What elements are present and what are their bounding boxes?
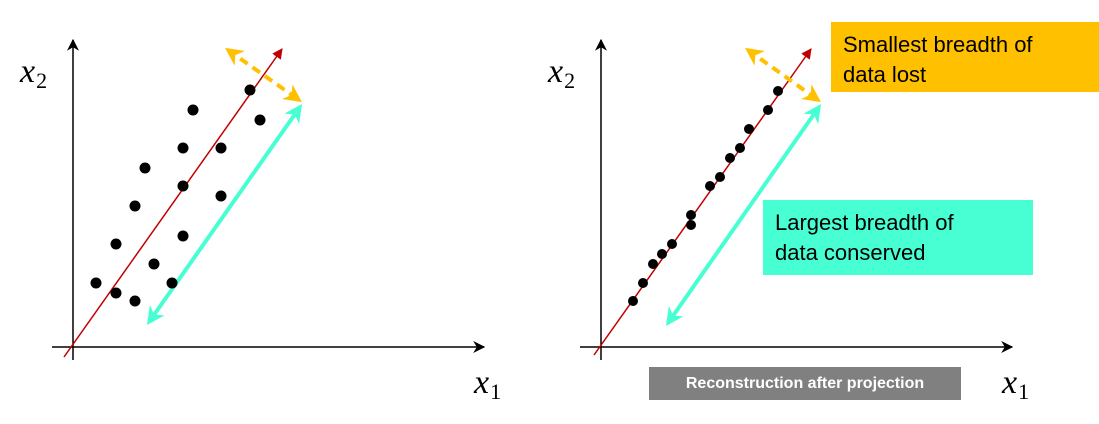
data-point (725, 153, 735, 163)
data-point (744, 124, 754, 134)
data-point (773, 86, 783, 96)
reconstruction-label: Reconstruction after projection (649, 367, 961, 400)
data-point (735, 143, 745, 153)
data-point (215, 142, 227, 154)
data-point (177, 142, 189, 154)
right-lost-arrow (745, 47, 821, 103)
data-point (177, 230, 189, 242)
right-y-axis-label: x2 (547, 53, 575, 93)
data-point (215, 190, 227, 202)
data-point (129, 200, 141, 212)
data-point (148, 258, 160, 270)
data-point (763, 105, 773, 115)
right-projected-points (628, 86, 783, 306)
data-point (686, 210, 696, 220)
largest-breadth-line1: Largest breadth of (775, 210, 954, 235)
smallest-breadth-line1: Smallest breadth of (843, 32, 1033, 57)
left-y-axis-label: x2 (19, 53, 47, 93)
largest-breadth-callout: Largest breadth of data conserved (763, 200, 1033, 275)
largest-breadth-line2: data conserved (775, 240, 926, 265)
right-conserved-arrow (665, 104, 822, 326)
data-point (90, 277, 102, 289)
data-point (667, 239, 677, 249)
smallest-breadth-callout: Smallest breadth of data lost (831, 22, 1099, 92)
data-point (129, 295, 141, 307)
left-conserved-arrow (146, 104, 303, 325)
right-plot: x2 x1 (547, 38, 1029, 404)
data-point (187, 104, 199, 116)
data-point (628, 296, 638, 306)
data-point (254, 114, 266, 126)
data-point (110, 238, 122, 250)
data-point (110, 287, 122, 299)
left-x-axis-label: x1 (473, 364, 501, 404)
data-point (686, 220, 696, 230)
data-point (648, 259, 658, 269)
data-point (244, 84, 256, 96)
data-point (715, 172, 725, 182)
data-point (705, 181, 715, 191)
data-point (139, 162, 151, 174)
data-point (166, 277, 178, 289)
left-data-points (90, 84, 266, 307)
data-point (177, 180, 189, 192)
smallest-breadth-line2: data lost (843, 62, 927, 87)
left-plot: x2 x1 (19, 38, 501, 404)
data-point (638, 278, 648, 288)
data-point (657, 249, 667, 259)
right-x-axis-label: x1 (1001, 364, 1029, 404)
